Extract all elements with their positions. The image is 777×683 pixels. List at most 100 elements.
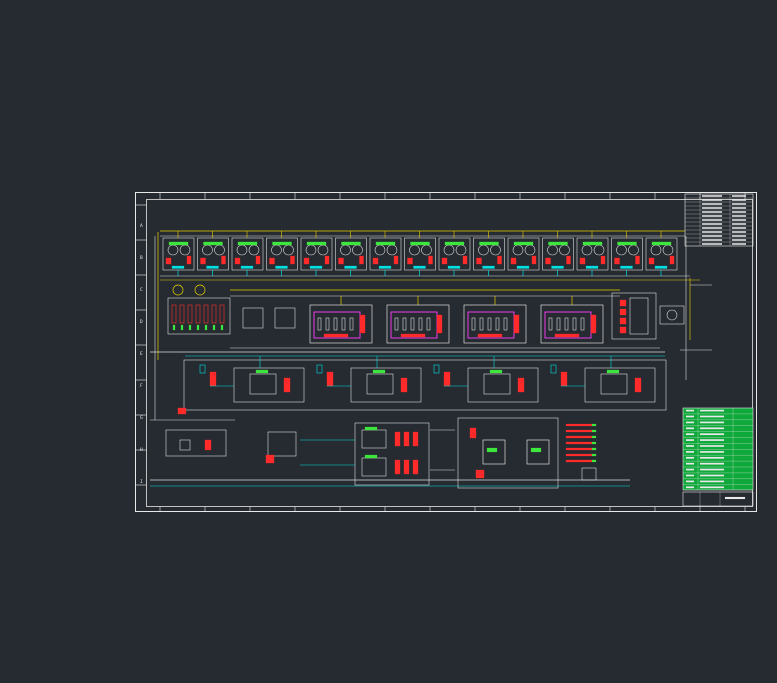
top-unit-valve <box>200 257 206 265</box>
mid-unit-valve <box>400 377 408 393</box>
bottom-center-valve <box>394 459 401 475</box>
revision-text-line <box>731 243 747 245</box>
right-pump-valve <box>619 317 627 325</box>
vessel-label <box>486 447 498 453</box>
bottom-center-valve <box>394 431 401 447</box>
bottom-center-valve <box>412 459 419 475</box>
bottom-center-valve <box>412 431 419 447</box>
tank-heater <box>554 333 580 338</box>
revision-text-line <box>701 211 723 213</box>
legend-symbol <box>685 445 695 447</box>
top-unit-tag <box>309 265 323 269</box>
bottom-valve <box>265 454 275 464</box>
manifold-valve <box>195 304 201 324</box>
top-unit-valve <box>407 257 413 265</box>
top-unit-label <box>168 241 189 246</box>
title-block <box>682 491 754 507</box>
bottom-center-vessel <box>361 429 387 449</box>
legend-text-line <box>699 439 725 441</box>
manifold-valve <box>211 304 217 324</box>
top-unit-pump <box>305 244 317 256</box>
mid-unit-valve <box>560 371 568 387</box>
revision-text-line <box>731 215 747 217</box>
top-unit-valve <box>614 257 620 265</box>
revision-table-border <box>684 193 754 247</box>
top-unit-box <box>231 237 264 271</box>
instrument-bar <box>565 453 593 457</box>
legend-text-line <box>699 421 725 424</box>
bottom-left-vessel <box>179 439 191 451</box>
top-unit-pump <box>443 244 455 256</box>
top-unit-valve <box>510 257 517 265</box>
tank-element <box>317 317 322 331</box>
revision-text-line <box>701 219 723 221</box>
manifold-valve <box>171 304 177 324</box>
top-unit-valve <box>441 257 448 265</box>
top-unit-label <box>306 241 327 246</box>
revision-text-line <box>731 223 747 225</box>
top-unit-valve <box>303 257 310 265</box>
top-unit-valve <box>234 257 241 265</box>
right-heat-exchanger <box>659 305 685 325</box>
mid-unit-valve <box>634 377 642 393</box>
manifold-tag <box>188 324 192 331</box>
top-unit-valve <box>221 255 226 265</box>
top-unit-pump <box>628 244 639 256</box>
top-unit-box <box>197 237 229 271</box>
tank-heater <box>323 333 349 338</box>
top-unit-pump <box>581 244 593 256</box>
top-unit-tag <box>240 265 254 269</box>
revision-text-line <box>731 207 747 209</box>
top-unit-valve <box>545 257 551 265</box>
top-unit-pump <box>512 244 524 256</box>
mid-unit-vessel <box>600 373 628 395</box>
top-unit-valve <box>635 255 640 265</box>
top-unit-pump <box>179 244 191 256</box>
bottom-right-valve <box>475 469 485 479</box>
top-unit-valve <box>372 257 379 265</box>
right-pump-skid <box>629 297 649 335</box>
row-letter: A <box>140 223 143 229</box>
top-unit-label <box>444 241 465 246</box>
bottom-left-valve <box>204 439 212 451</box>
middle-process-row <box>150 351 667 415</box>
top-unit-pump <box>202 244 213 256</box>
right-pump-block <box>611 292 657 340</box>
vessel-label <box>530 447 542 453</box>
legend-text-line <box>699 445 725 447</box>
mid-unit-label <box>372 369 386 374</box>
top-unit-valve <box>579 257 586 265</box>
manifold-tag <box>172 324 176 331</box>
top-unit-box <box>404 237 436 271</box>
legend-text-line <box>699 462 725 465</box>
revision-text-line <box>731 203 747 205</box>
top-unit-valve <box>269 257 275 265</box>
title-text-line <box>724 496 746 500</box>
top-unit-pump <box>524 244 536 256</box>
mid-unit-valve <box>517 377 525 393</box>
revision-text-line <box>701 243 723 245</box>
right-pump <box>666 309 678 321</box>
top-unit-pump <box>478 244 489 256</box>
top-unit-pump <box>421 244 432 256</box>
legend-symbol <box>685 439 695 441</box>
top-unit-valve <box>359 255 364 265</box>
revision-text-line <box>731 195 747 197</box>
legend-text-line <box>699 433 725 436</box>
mid-unit-vessel <box>249 373 277 395</box>
top-unit-pump <box>167 244 179 256</box>
legend-text-line <box>699 456 725 459</box>
top-unit-pump <box>374 244 386 256</box>
top-unit-box <box>542 237 574 271</box>
instrument-tag <box>591 435 597 439</box>
instrument-tag <box>591 447 597 451</box>
right-pump-valve <box>619 299 627 307</box>
tank-element <box>410 317 415 331</box>
revision-text-line <box>731 211 747 213</box>
mid-unit-label <box>606 369 620 374</box>
mid-unit-vessel <box>366 373 394 395</box>
legend-symbol <box>685 409 695 412</box>
bottom-right-valve <box>469 427 477 439</box>
